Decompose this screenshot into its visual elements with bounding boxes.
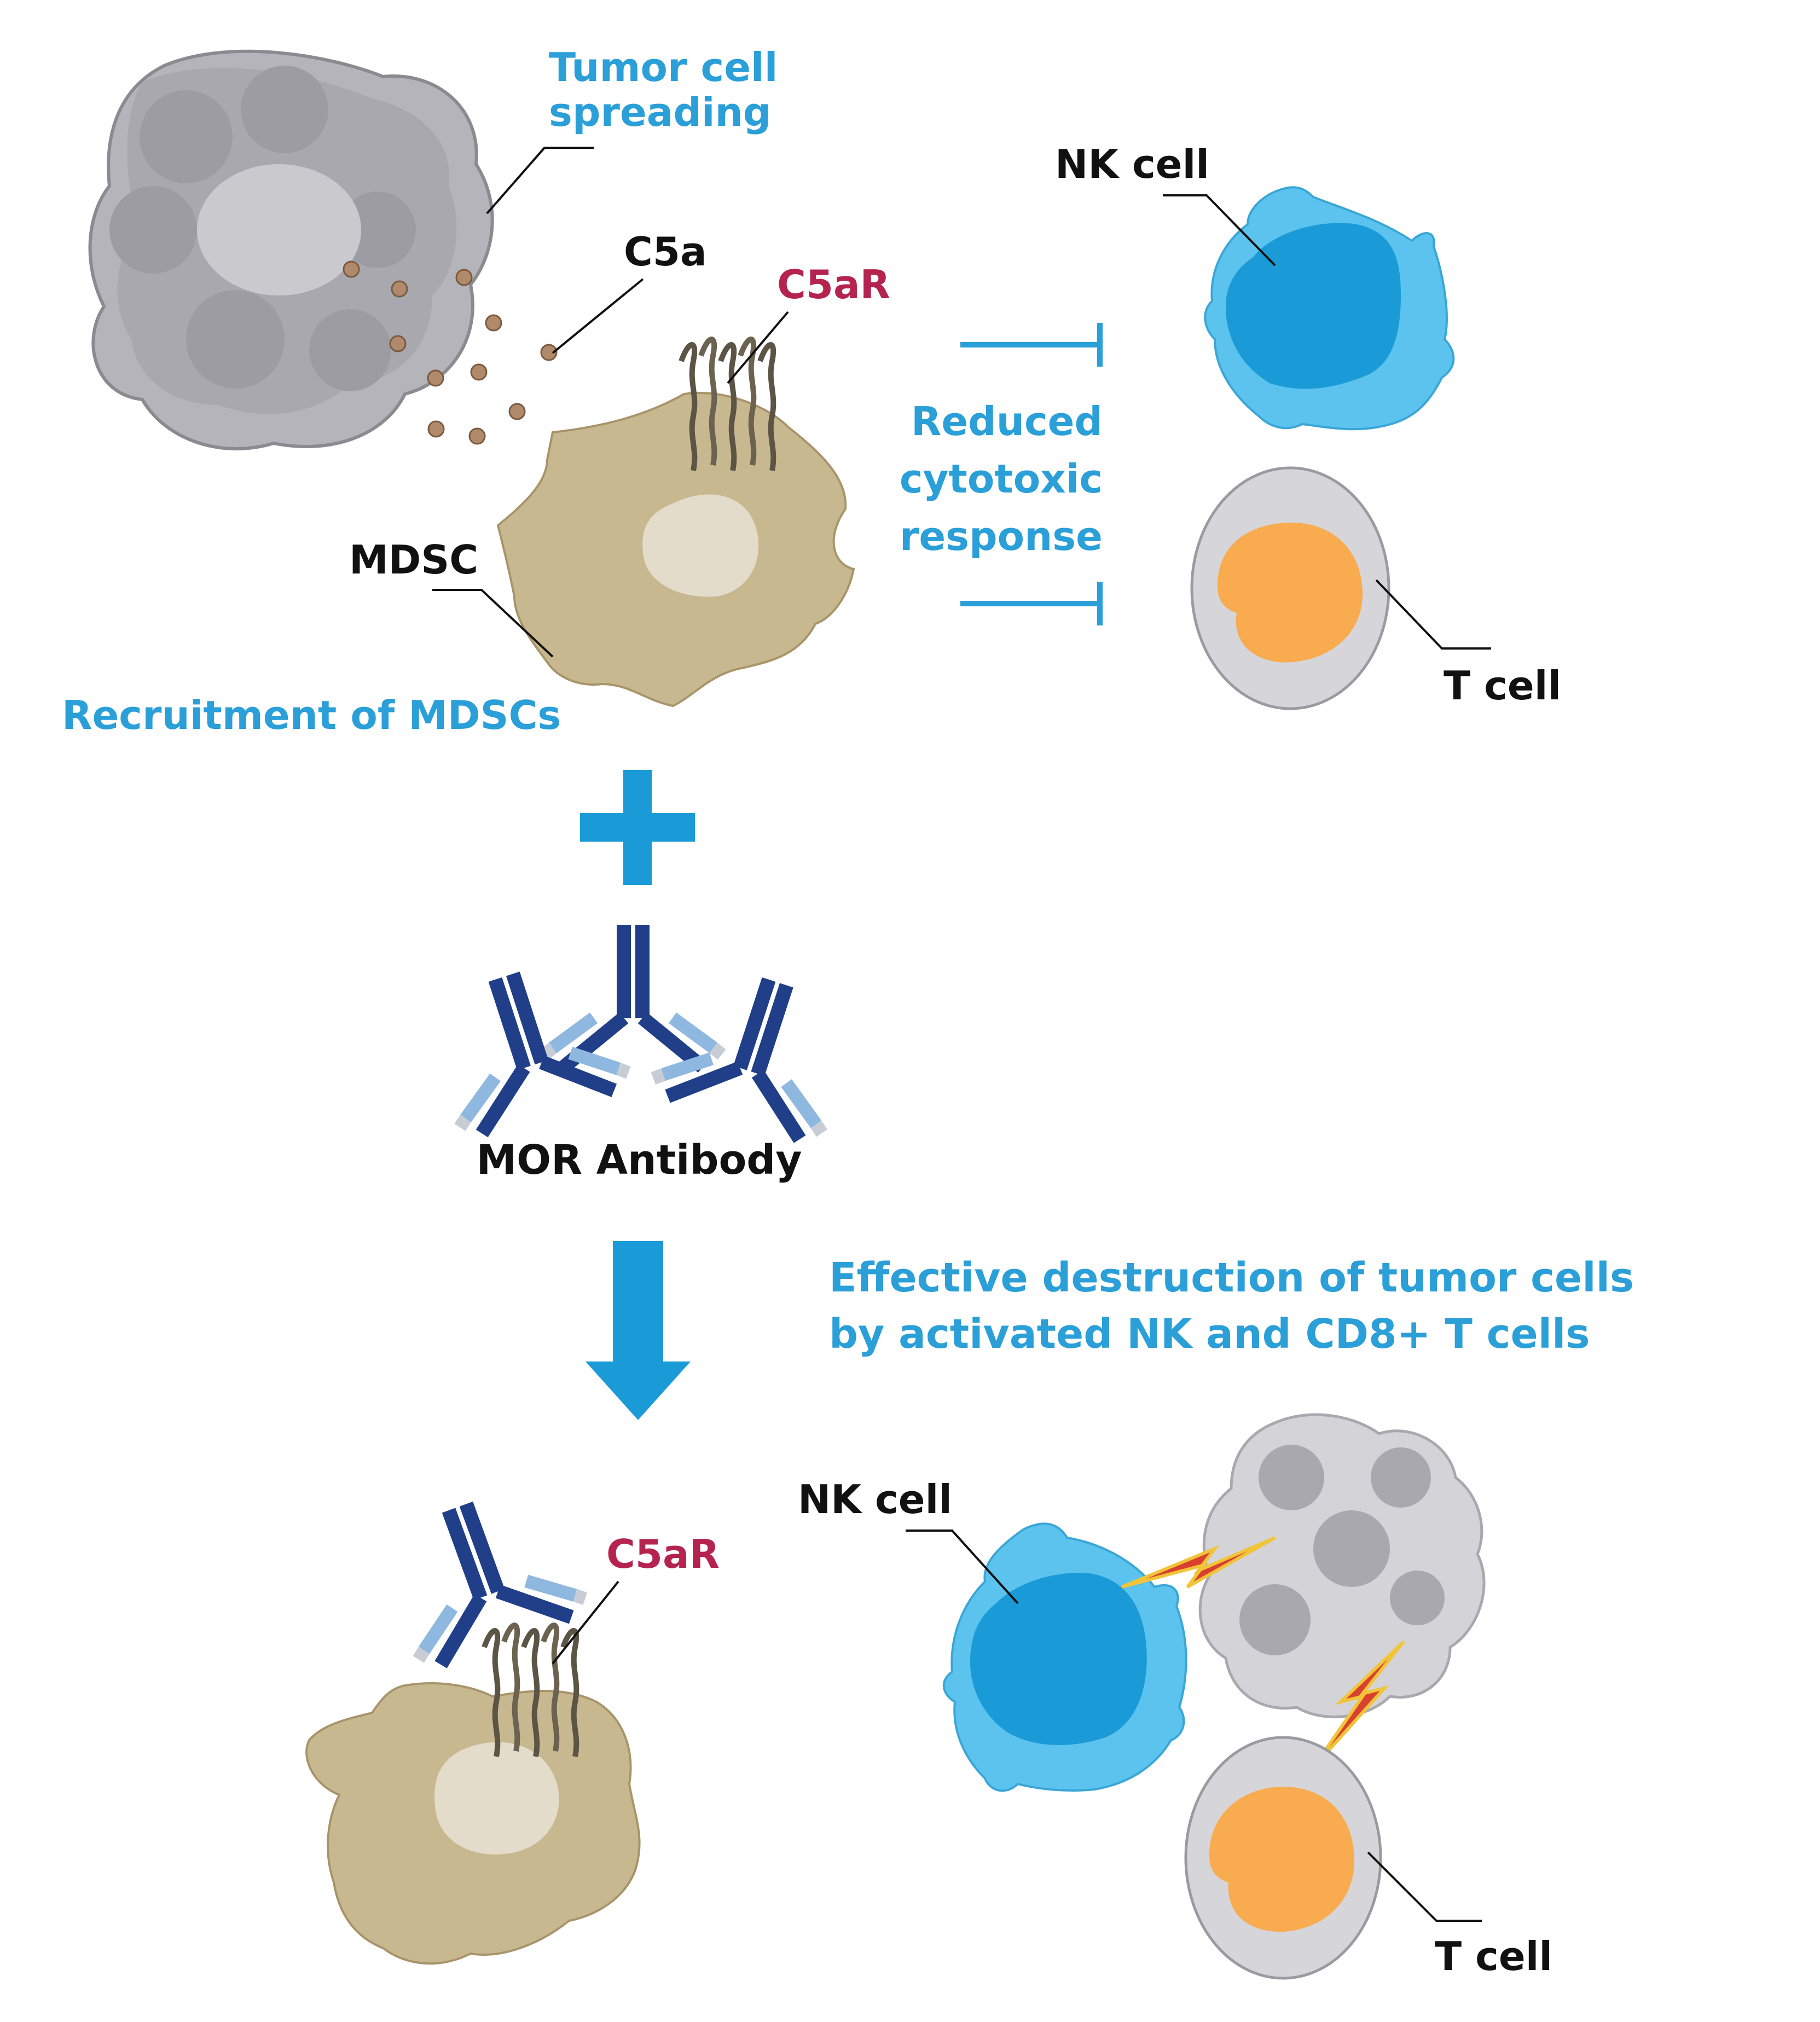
recruitment-label: Recruitment of MDSCs (62, 692, 561, 738)
plus-icon (580, 770, 695, 885)
c5ar-label-bottom: C5aR (606, 1531, 720, 1577)
lightning-bolt-nk-icon (1121, 1536, 1276, 1589)
tumor-cell-bottom (1198, 1413, 1486, 1718)
outcome-label-line1: Effective destruction of tumor cells (829, 1254, 1634, 1301)
t-cell-bottom (1184, 1736, 1382, 1980)
c5ar-top-leader-line (727, 311, 789, 384)
mdsc-cell-bottom (305, 1682, 641, 1965)
mdsc-leader-line (432, 589, 554, 658)
antibody-group (420, 925, 862, 1145)
c5ar-bottom-leader-line (552, 1580, 619, 1665)
inhibition-symbol-upper (960, 323, 1103, 367)
tumor-spreading-label-line1: Tumor cell (549, 44, 778, 90)
t-bottom-leader-line (1367, 1851, 1482, 1922)
t-label-bottom: T cell (1435, 1933, 1552, 1979)
c5ar-label-top: C5aR (777, 262, 890, 308)
t-label-top: T cell (1444, 663, 1561, 709)
outcome-label-line2: by activated NK and CD8+ T cells (829, 1311, 1590, 1358)
nk-bottom-leader-line (906, 1529, 1019, 1604)
antibody-label: MOR Antibody (477, 1137, 802, 1184)
mdsc-cell-top (496, 392, 855, 708)
tumor-leader-line (486, 147, 594, 215)
reduced-response-label-line3: response (900, 513, 1103, 559)
c5a-particles (343, 260, 558, 445)
t-cell-top (1190, 466, 1390, 710)
down-arrow-icon (586, 1241, 691, 1420)
reduced-response-label-line1: Reduced (911, 398, 1103, 444)
nk-label-top: NK cell (1055, 141, 1209, 187)
antibody-center-icon (544, 925, 722, 1067)
c5a-leader-line (552, 278, 644, 354)
mdsc-label: MDSC (349, 537, 478, 583)
nk-cell-bottom (942, 1522, 1187, 1792)
t-top-leader-line (1375, 579, 1491, 650)
nk-label-bottom: NK cell (798, 1476, 952, 1522)
c5a-label: C5a (624, 229, 707, 275)
inhibition-symbol-lower (960, 582, 1103, 625)
reduced-response-label-line2: cytotoxic (900, 456, 1103, 502)
tumor-cell-cluster (88, 49, 494, 451)
nk-top-leader-line (1163, 194, 1276, 266)
tumor-spreading-label-line2: spreading (549, 89, 771, 135)
nk-cell-top (1204, 186, 1455, 431)
